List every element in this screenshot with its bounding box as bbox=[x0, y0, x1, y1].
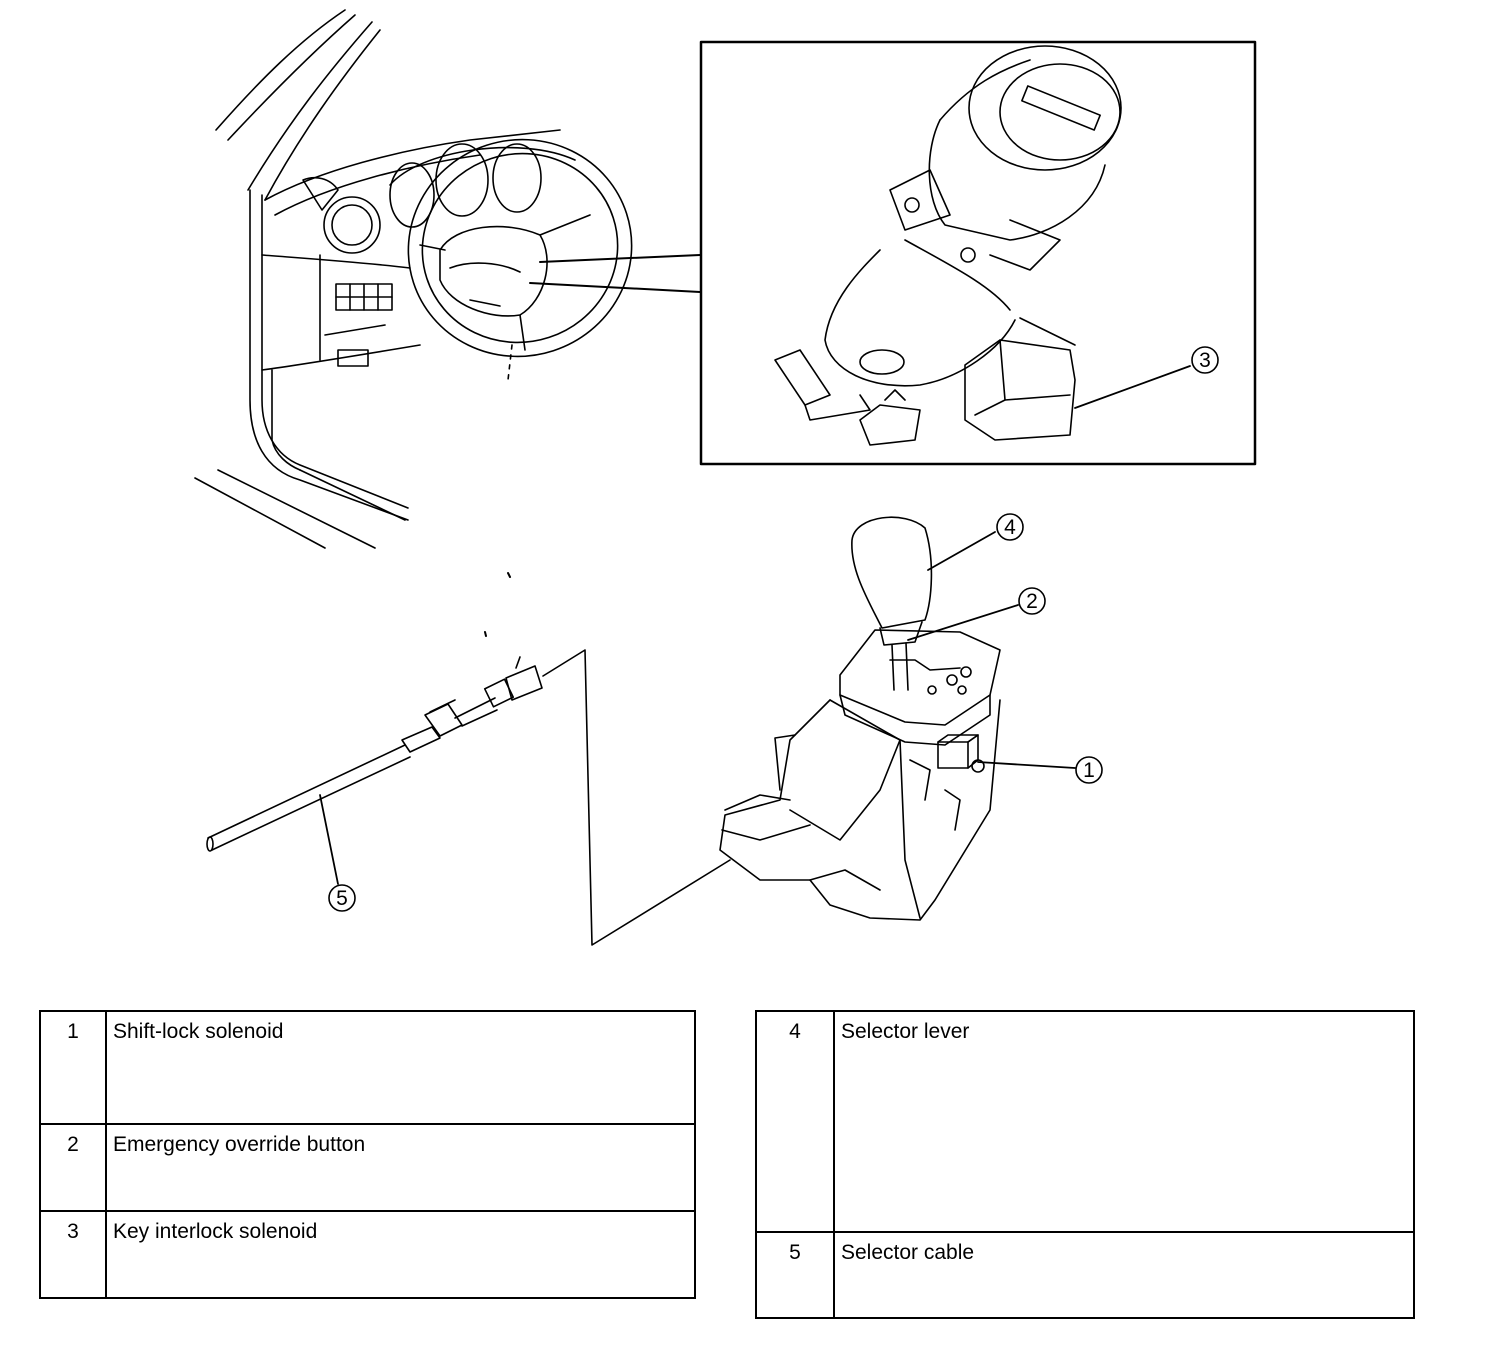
legend-number: 2 bbox=[39, 1123, 107, 1212]
shifter-illustration bbox=[719, 516, 1076, 921]
callout-1-marker bbox=[1075, 756, 1103, 784]
callout-2-marker bbox=[1018, 587, 1046, 615]
key-interlock-detail bbox=[699, 40, 1257, 466]
callout-5-marker bbox=[328, 884, 356, 912]
callout-4-label: 4 bbox=[1004, 516, 1016, 539]
callout-4-marker bbox=[996, 513, 1024, 541]
legend-row: 4 Selector lever bbox=[755, 1010, 1415, 1233]
legend-label: Selector cable bbox=[833, 1231, 1415, 1319]
selector-cable-illustration bbox=[206, 572, 731, 946]
legend-table-right: 4 Selector lever 5 Selector cable bbox=[755, 1010, 1415, 1319]
legend-row: 1 Shift-lock solenoid bbox=[39, 1010, 696, 1125]
component-location-diagram: 3 4 2 bbox=[194, 9, 1257, 946]
legend-label: Emergency override button bbox=[105, 1123, 696, 1212]
callout-1-label: 1 bbox=[1083, 759, 1095, 782]
legend-number: 5 bbox=[755, 1231, 835, 1319]
callout-3-label: 3 bbox=[1199, 349, 1211, 372]
legend-label: Key interlock solenoid bbox=[105, 1210, 696, 1299]
legend-number: 1 bbox=[39, 1010, 107, 1125]
legend-label: Shift-lock solenoid bbox=[105, 1010, 696, 1125]
legend-number: 3 bbox=[39, 1210, 107, 1299]
legend-row: 5 Selector cable bbox=[755, 1231, 1415, 1319]
callout-3-marker bbox=[1191, 346, 1219, 374]
detail-frame bbox=[699, 40, 1257, 466]
legend-number: 4 bbox=[755, 1010, 835, 1233]
legend-table-left: 1 Shift-lock solenoid 2 Emergency overri… bbox=[39, 1010, 696, 1299]
legend-row: 3 Key interlock solenoid bbox=[39, 1210, 696, 1299]
dashboard-illustration bbox=[194, 9, 701, 549]
callout-5-label: 5 bbox=[336, 887, 348, 910]
callout-2-label: 2 bbox=[1026, 590, 1038, 613]
legend-row: 2 Emergency override button bbox=[39, 1123, 696, 1212]
legend-label: Selector lever bbox=[833, 1010, 1415, 1233]
